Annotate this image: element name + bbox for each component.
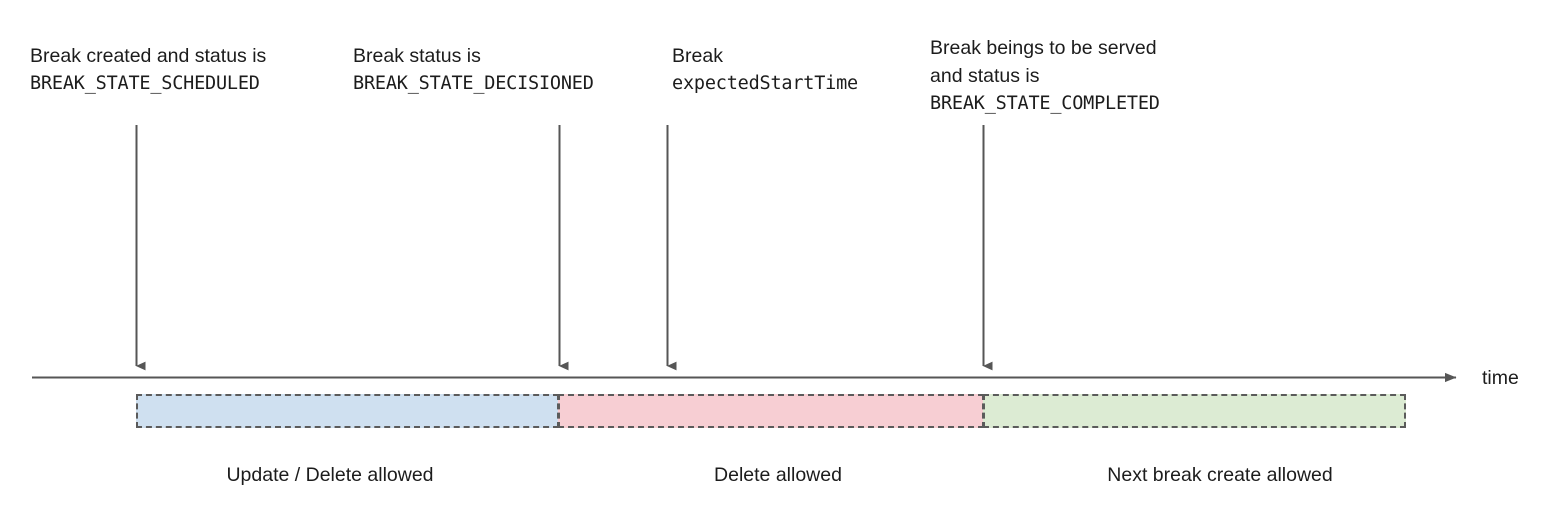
annotation-line: Break status is xyxy=(353,45,481,67)
time-axis-label: time xyxy=(1482,367,1519,389)
annotation-line-code: BREAK_STATE_DECISIONED xyxy=(353,73,594,94)
segment-bar-delete xyxy=(558,394,984,428)
annotation-break-completed: Break beings to be served and status is … xyxy=(930,34,1160,118)
annotation-line: and status is xyxy=(930,65,1040,87)
segment-caption-next-break: Next break create allowed xyxy=(1107,464,1333,486)
annotation-line: Break xyxy=(672,45,723,67)
annotation-break-expected-start-time: Break expectedStartTime xyxy=(672,42,858,98)
segment-caption-update-delete: Update / Delete allowed xyxy=(226,464,434,486)
annotation-break-created: Break created and status is BREAK_STATE_… xyxy=(30,42,266,98)
segment-caption-delete: Delete allowed xyxy=(714,464,842,486)
annotation-line-code: expectedStartTime xyxy=(672,73,858,94)
annotation-break-decisioned: Break status is BREAK_STATE_DECISIONED xyxy=(353,42,594,98)
annotation-line: Break created and status is xyxy=(30,45,267,67)
annotation-line: Break beings to be served xyxy=(930,37,1157,59)
annotation-line-code: BREAK_STATE_SCHEDULED xyxy=(30,73,260,94)
segment-bar-next-break xyxy=(983,394,1406,428)
segment-bar-update-delete xyxy=(136,394,559,428)
annotation-line-code: BREAK_STATE_COMPLETED xyxy=(930,93,1160,114)
